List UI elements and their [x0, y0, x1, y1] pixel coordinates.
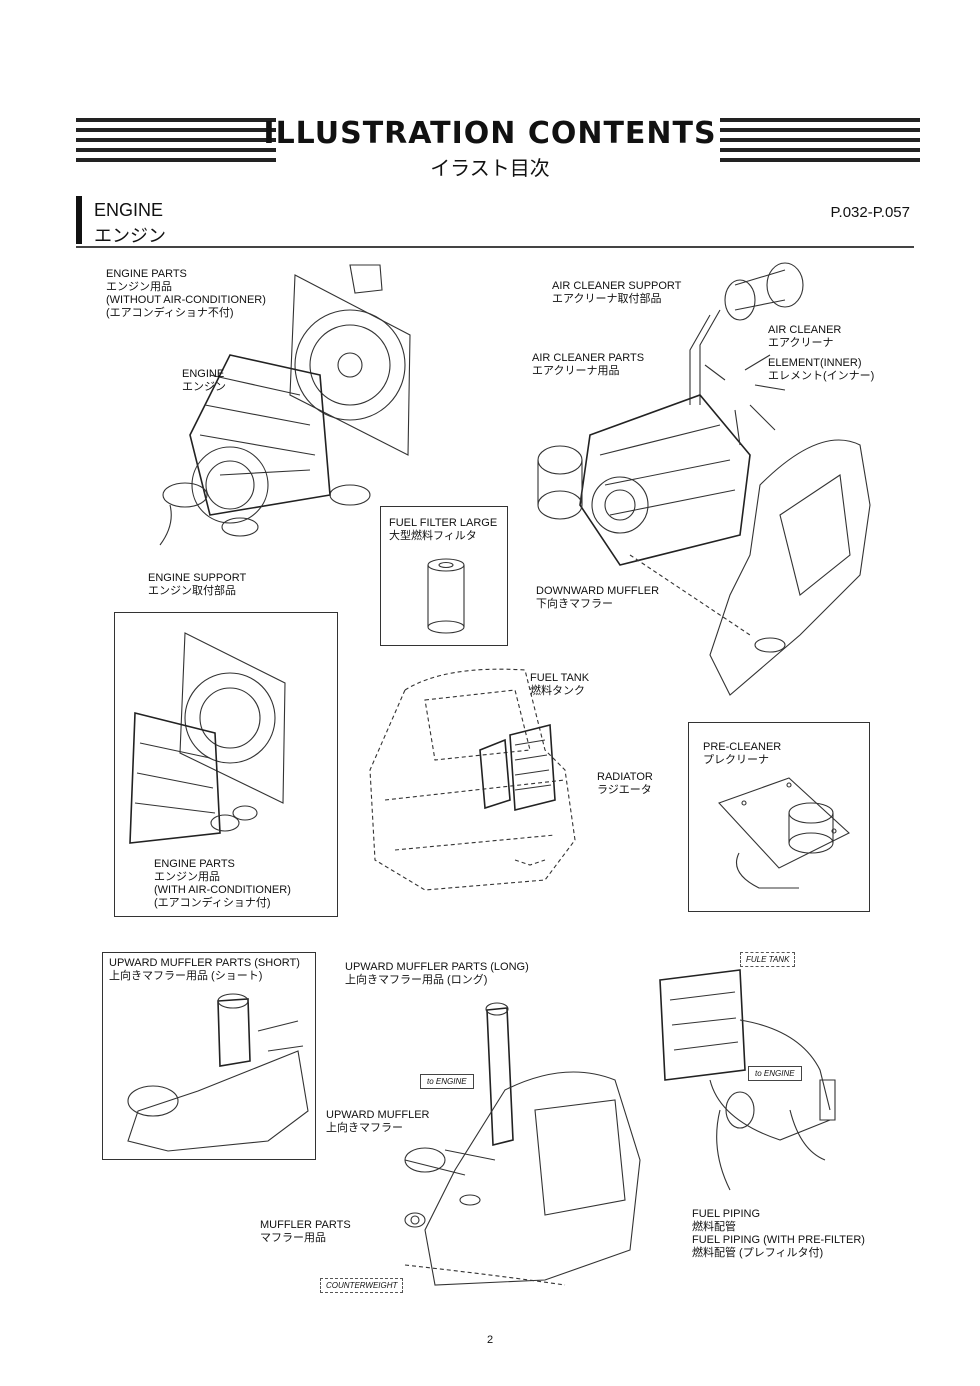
upward-muffler-long-illustration: [404, 1002, 641, 1286]
label-element-inner: ELEMENT(INNER)エレメント(インナー): [768, 357, 875, 382]
pre-cleaner-illustration: [718, 777, 850, 889]
engine-illustration: [159, 264, 411, 546]
section-divider: [76, 246, 914, 248]
section-title: ENGINE: [94, 200, 164, 220]
section-title-jp: エンジン: [94, 226, 166, 246]
upward-muffler-short-box: UPWARD MUFFLER PARTS (SHORT)上向きマフラー用品 (シ…: [102, 952, 316, 1160]
tag-to-engine-fuel: to ENGINE: [748, 1066, 802, 1081]
header-stripes-left: [76, 118, 276, 178]
label-upward-muffler-short: UPWARD MUFFLER PARTS (SHORT)上向きマフラー用品 (シ…: [109, 957, 300, 982]
page-title-jp: イラスト目次: [430, 158, 550, 180]
tag-counterweight: COUNTERWEIGHT: [320, 1278, 404, 1293]
section-marker: [76, 196, 82, 244]
fuel-piping-illustration: [659, 969, 836, 1191]
section-page-range: P.032-P.057: [830, 204, 910, 221]
upward-muffler-short-illustration: [127, 993, 309, 1152]
header-stripes-right: [720, 118, 920, 178]
machine-body-illustration: [369, 668, 576, 891]
page-number: 2: [486, 1334, 494, 1346]
tag-fule-tank: FULE TANK: [740, 952, 796, 967]
page-title: ILLUSTRATION CONTENTS: [263, 116, 717, 151]
label-upward-muffler-long: UPWARD MUFFLER PARTS (LONG)上向きマフラー用品 (ロン…: [345, 961, 529, 986]
air-cleaner-engine-illustration: [537, 262, 871, 696]
tag-to-engine-muffler: to ENGINE: [420, 1074, 474, 1089]
fuel-filter-icon: [427, 558, 465, 634]
engine-with-ac-illustration: [129, 632, 286, 844]
